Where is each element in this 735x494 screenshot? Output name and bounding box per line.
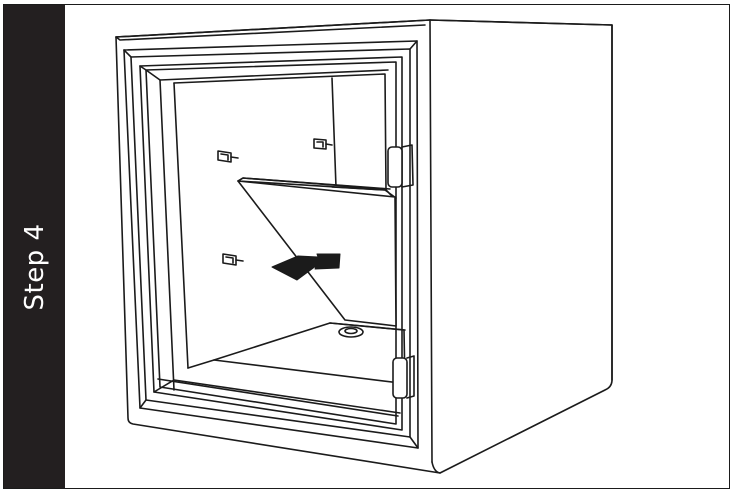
shelf-clip-upper-left	[217, 150, 239, 163]
shelf-clip-upper-right	[313, 138, 333, 150]
shelf-clip-lower-left	[222, 253, 244, 266]
floor-hole	[338, 326, 364, 338]
door-frame	[123, 40, 419, 449]
step-sidebar: Step 4	[4, 5, 65, 488]
arrow-right-icon	[271, 253, 341, 281]
hinge-lower	[392, 355, 415, 399]
hinge-upper	[387, 144, 414, 188]
